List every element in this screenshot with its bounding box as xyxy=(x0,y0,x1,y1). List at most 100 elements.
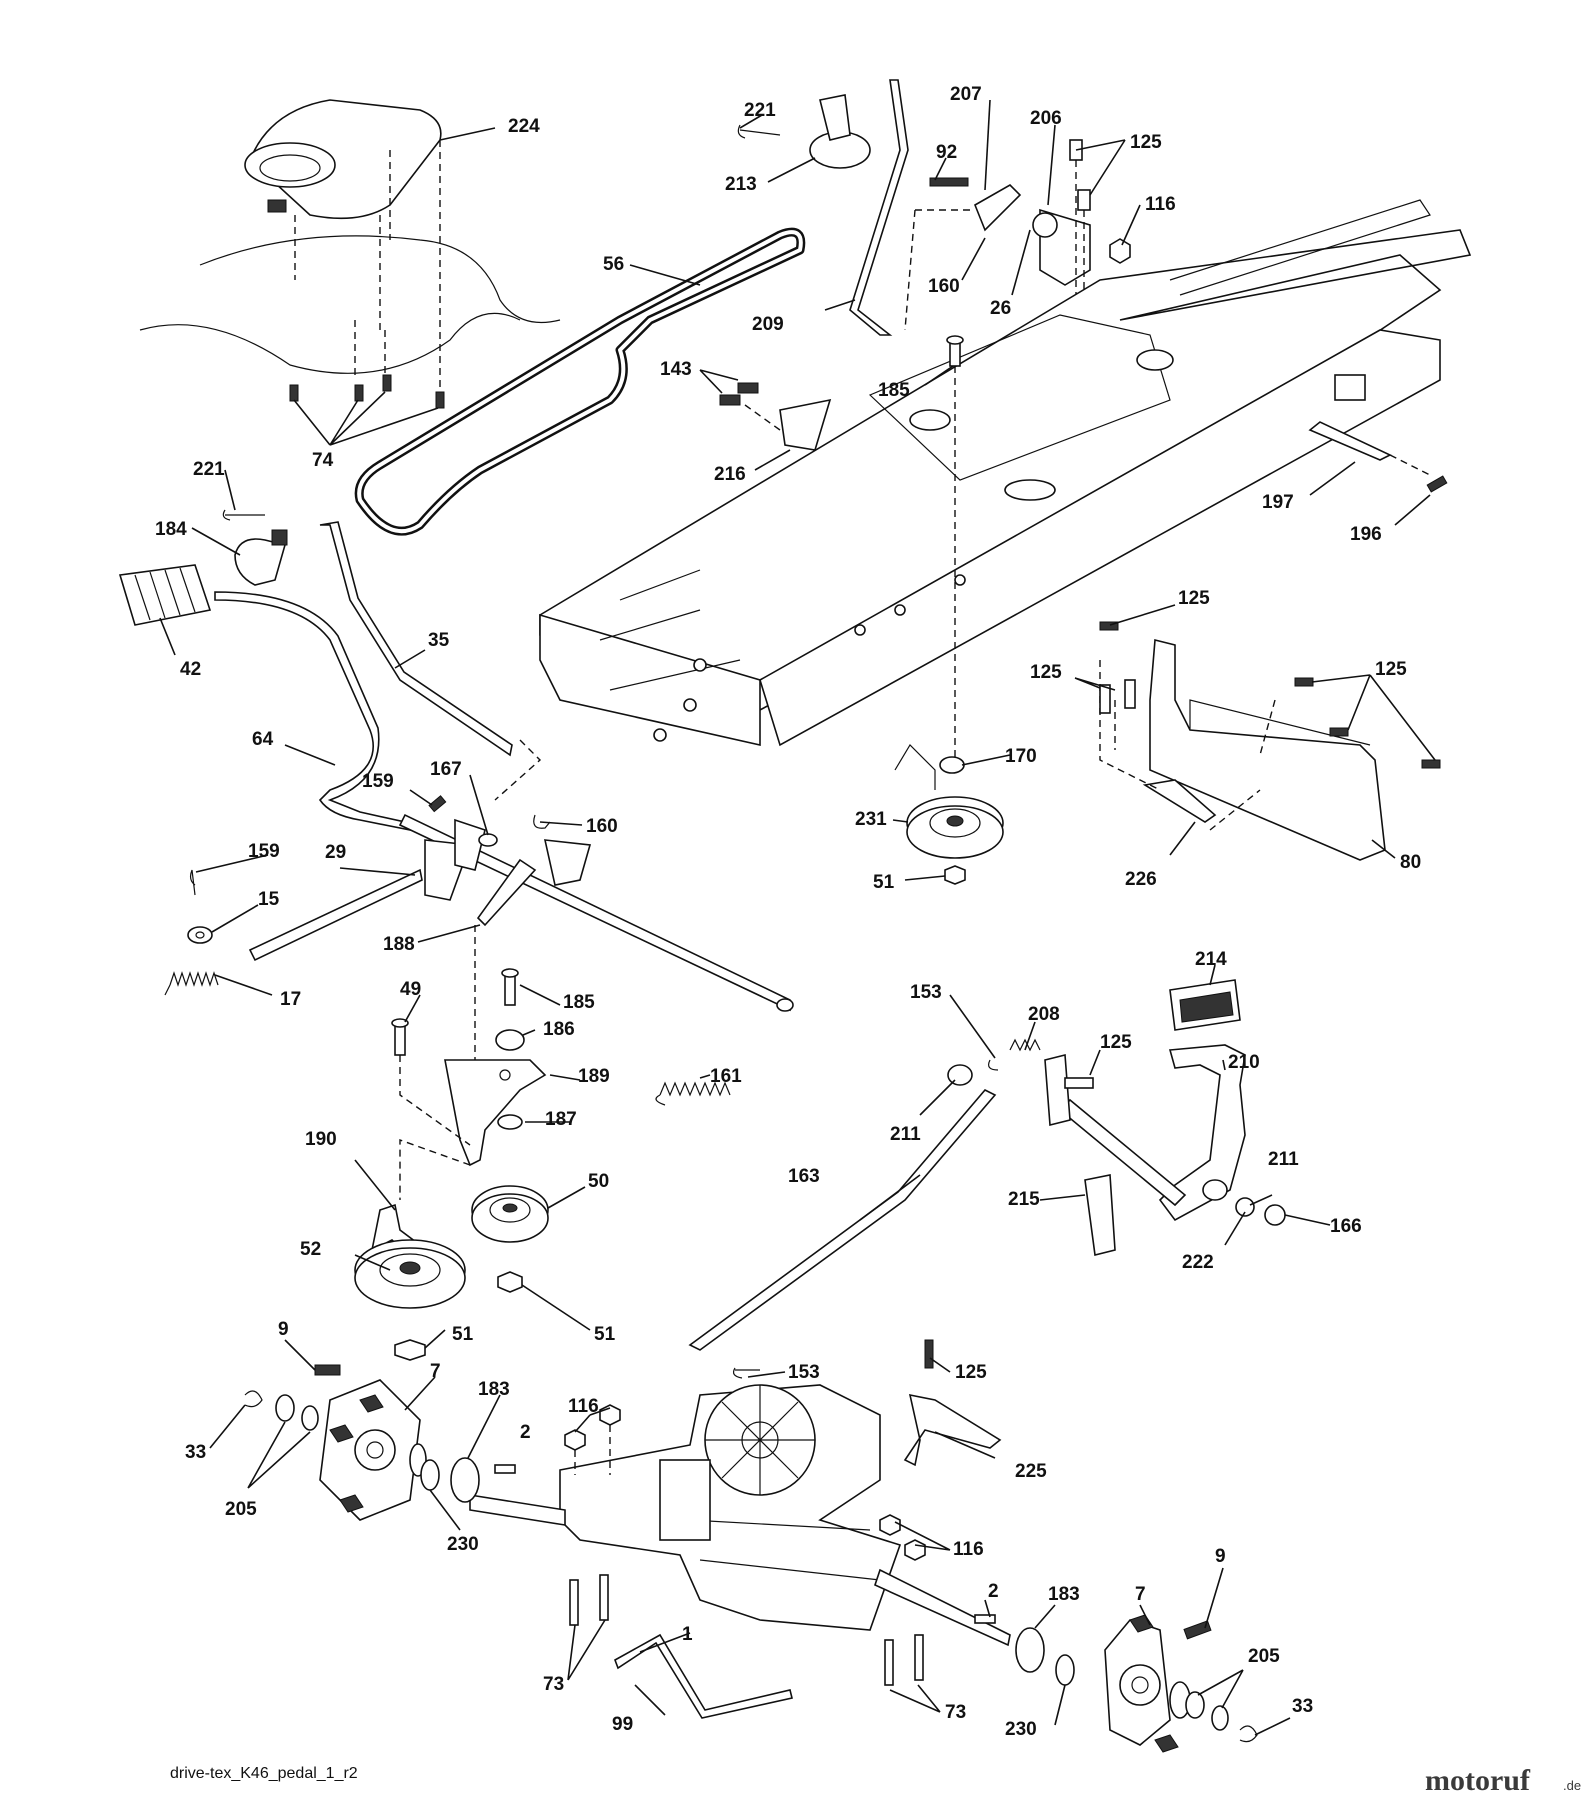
label-216: 216 xyxy=(714,464,746,485)
label-225: 225 xyxy=(1015,1461,1047,1482)
label-170: 170 xyxy=(1005,746,1037,767)
label-185: 185 xyxy=(878,380,910,401)
label-231: 231 xyxy=(855,809,887,830)
label-2-left: 2 xyxy=(520,1422,531,1443)
label-160: 160 xyxy=(928,276,960,297)
label-186: 186 xyxy=(543,1019,575,1040)
bracket-216 xyxy=(719,382,832,451)
steering-grip-42 xyxy=(118,564,212,626)
label-7-right: 7 xyxy=(1135,1584,1146,1605)
bolts-73 xyxy=(569,1574,924,1686)
label-209: 209 xyxy=(752,314,784,335)
label-51-top: 51 xyxy=(873,872,895,893)
drive-belt-56 xyxy=(354,227,806,536)
diagram-caption: drive-tex_K46_pedal_1_r2 xyxy=(170,1765,358,1782)
label-205-left: 205 xyxy=(225,1499,257,1520)
label-197: 197 xyxy=(1262,492,1294,513)
label-205-right: 205 xyxy=(1248,1646,1280,1667)
label-125-shield-left: 125 xyxy=(1030,662,1062,683)
label-116-left: 116 xyxy=(568,1396,599,1417)
rod-99 xyxy=(614,1633,793,1719)
label-33-left: 33 xyxy=(185,1442,206,1463)
label-73-left: 73 xyxy=(543,1674,564,1695)
label-196: 196 xyxy=(1350,524,1382,545)
washer-15 xyxy=(187,926,213,944)
exploded-view-drawing xyxy=(118,79,1472,1753)
label-221: 221 xyxy=(744,100,776,121)
label-116-right: 116 xyxy=(953,1539,984,1560)
part-number-labels: 224 221 213 207 92 206 125 116 56 209 16… xyxy=(155,84,1421,1740)
screws-74 xyxy=(289,374,445,409)
label-211-right: 211 xyxy=(1268,1149,1299,1170)
watermark-logo: motoruf .de xyxy=(1425,1764,1581,1797)
label-230-right: 230 xyxy=(1005,1719,1037,1740)
label-125-pedal: 125 xyxy=(1100,1032,1132,1053)
label-42: 42 xyxy=(180,659,201,680)
leader-lines xyxy=(159,99,1436,1736)
pulley-52 xyxy=(354,1239,466,1361)
rod-197 xyxy=(1308,421,1448,493)
label-161: 161 xyxy=(710,1066,742,1087)
label-208: 208 xyxy=(1028,1004,1060,1025)
label-143: 143 xyxy=(660,359,692,380)
label-125-bracket: 125 xyxy=(955,1362,987,1383)
label-210: 210 xyxy=(1228,1052,1260,1073)
hub-7-right xyxy=(1104,1614,1191,1753)
watermark-suffix: .de xyxy=(1563,1778,1581,1793)
label-226: 226 xyxy=(1125,869,1157,890)
cup-holder-224 xyxy=(244,99,442,220)
label-49: 49 xyxy=(400,979,421,1000)
label-213: 213 xyxy=(725,174,757,195)
label-160-mid: 160 xyxy=(586,816,618,837)
shield-80 xyxy=(1099,621,1441,861)
shift-rod-209 xyxy=(849,79,909,336)
label-15: 15 xyxy=(258,889,280,910)
label-187: 187 xyxy=(545,1109,577,1130)
bracket-225 xyxy=(903,1339,1002,1467)
pedal-assembly-210 xyxy=(947,979,1286,1256)
watermark-brand: motoruf xyxy=(1425,1764,1531,1797)
label-92: 92 xyxy=(936,142,957,163)
washers-205-right xyxy=(1185,1691,1258,1743)
label-153-bottom: 153 xyxy=(788,1362,820,1383)
label-51-right: 51 xyxy=(594,1324,616,1345)
spring-161 xyxy=(655,1081,731,1106)
label-185-mid: 185 xyxy=(563,992,595,1013)
idler-bracket-189 xyxy=(391,968,547,1200)
pulley-231 xyxy=(894,744,1004,885)
label-50: 50 xyxy=(588,1171,609,1192)
label-1: 1 xyxy=(682,1624,693,1645)
label-207: 207 xyxy=(950,84,982,105)
label-153: 153 xyxy=(910,982,942,1003)
label-167: 167 xyxy=(430,759,462,780)
label-35: 35 xyxy=(428,630,450,651)
label-2-right: 2 xyxy=(988,1581,999,1602)
label-125: 125 xyxy=(1130,132,1162,153)
label-51-left: 51 xyxy=(452,1324,474,1345)
label-221-left: 221 xyxy=(193,459,225,480)
label-56: 56 xyxy=(603,254,624,275)
label-215: 215 xyxy=(1008,1189,1040,1210)
washers-205-left xyxy=(244,1390,319,1431)
label-29: 29 xyxy=(325,842,346,863)
clip-153-bottom xyxy=(732,1367,760,1379)
label-206: 206 xyxy=(1030,108,1062,129)
label-190: 190 xyxy=(305,1129,337,1150)
label-163: 163 xyxy=(788,1166,820,1187)
label-99: 99 xyxy=(612,1714,633,1735)
label-125-shield-top: 125 xyxy=(1178,588,1210,609)
label-64: 64 xyxy=(252,729,274,750)
label-26: 26 xyxy=(990,298,1011,319)
label-222: 222 xyxy=(1182,1252,1214,1273)
hub-7-left xyxy=(319,1379,427,1521)
label-125-shield-right: 125 xyxy=(1375,659,1407,680)
rod-188 xyxy=(474,839,592,1060)
main-frame xyxy=(539,199,1472,747)
label-189: 189 xyxy=(578,1066,610,1087)
label-9-right: 9 xyxy=(1215,1546,1226,1567)
label-188: 188 xyxy=(383,934,415,955)
label-116: 116 xyxy=(1145,194,1176,215)
label-159: 159 xyxy=(362,771,394,792)
pin-159-left xyxy=(189,869,196,896)
